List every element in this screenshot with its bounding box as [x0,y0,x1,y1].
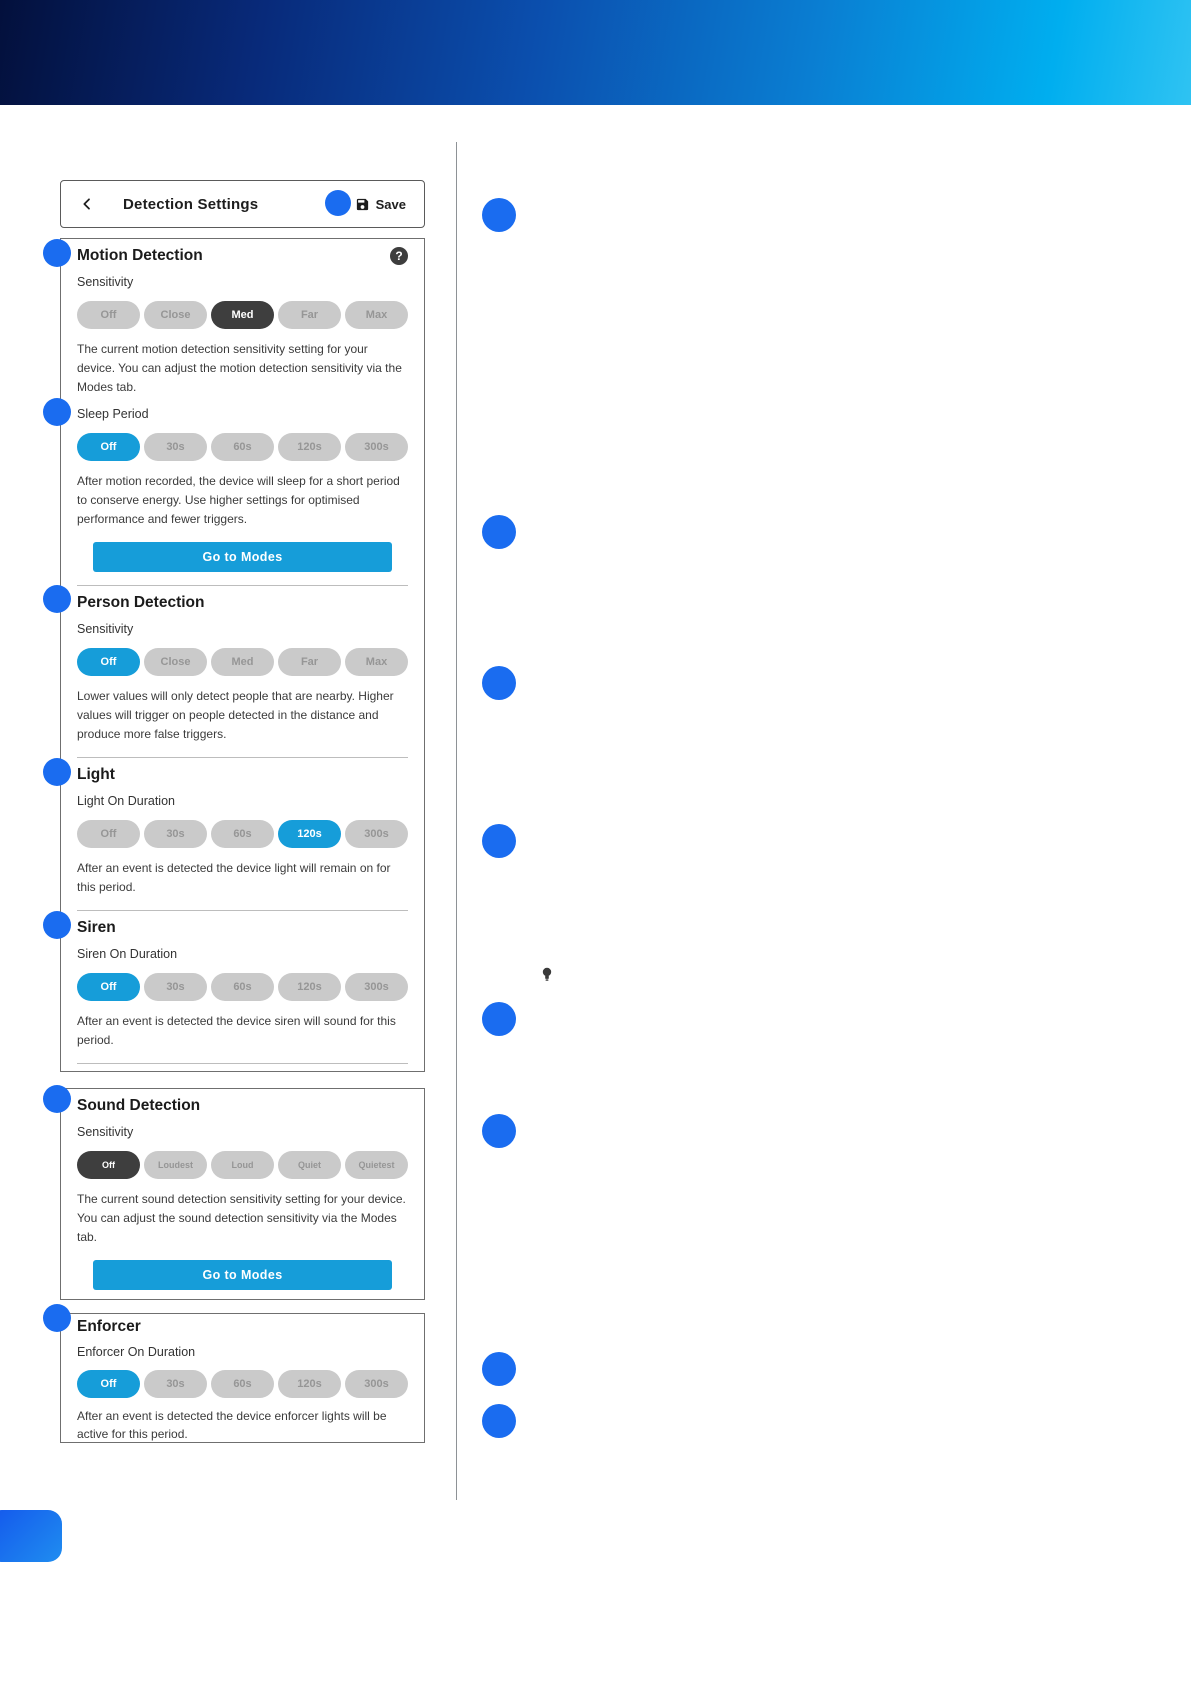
sound-off-selected[interactable]: Off [77,1151,140,1179]
person-sensitivity-options: Off Close Med Far Max [77,648,408,676]
sound-sensitivity-label: Sensitivity [77,1125,134,1139]
siren-300s[interactable]: 300s [345,973,408,1001]
motion-sensitivity-close[interactable]: Close [144,301,207,329]
enforcer-title: Enforcer [77,1318,141,1335]
go-to-modes-button[interactable]: Go to Modes [93,542,392,572]
siren-60s[interactable]: 60s [211,973,274,1001]
callout-note-7 [482,1352,516,1386]
back-button[interactable] [79,195,97,213]
sound-loud[interactable]: Loud [211,1151,274,1179]
save-button[interactable]: Save [355,197,406,212]
siren-description: After an event is detected the device si… [77,1014,396,1047]
siren-duration-options: Off 30s 60s 120s 300s [77,973,408,1001]
enforcer-60s[interactable]: 60s [211,1370,274,1398]
sleep-120s[interactable]: 120s [278,433,341,461]
sound-detection-panel: Sound Detection Sensitivity Off Loudest … [60,1088,425,1300]
sleep-30s[interactable]: 30s [144,433,207,461]
page-corner-badge [0,1510,62,1562]
enforcer-30s[interactable]: 30s [144,1370,207,1398]
sound-sensitivity-options: Off Loudest Loud Quiet Quietest [77,1151,408,1179]
person-close[interactable]: Close [144,648,207,676]
light-duration-options: Off 30s 60s 120s 300s [77,820,408,848]
sound-detection-title: Sound Detection [77,1097,201,1114]
motion-sensitivity-off[interactable]: Off [77,301,140,329]
callout-note-4 [482,824,516,858]
enforcer-panel: Enforcer Enforcer On Duration Off 30s 60… [60,1313,425,1443]
callout-person-detection [43,585,71,613]
motion-sensitivity-label: Sensitivity [77,275,134,289]
help-icon[interactable]: ? [390,247,408,265]
sound-quiet[interactable]: Quiet [278,1151,341,1179]
light-120s-selected[interactable]: 120s [278,820,341,848]
callout-note-2 [482,515,516,549]
callout-note-5 [482,1002,516,1036]
section-divider [77,1063,408,1064]
light-30s[interactable]: 30s [144,820,207,848]
sleep-period-options: Off 30s 60s 120s 300s [77,433,408,461]
save-icon [356,198,368,210]
light-300s[interactable]: 300s [345,820,408,848]
light-title: Light [77,766,115,783]
callout-note-3 [482,666,516,700]
person-max[interactable]: Max [345,648,408,676]
app-header: Detection Settings Save [60,180,425,228]
callout-motion-detection [43,239,71,267]
siren-duration-label: Siren On Duration [77,947,178,961]
person-detection-description: Lower values will only detect people tha… [77,689,394,741]
enforcer-off-selected[interactable]: Off [77,1370,140,1398]
callout-enforcer [43,1304,71,1332]
light-duration-label: Light On Duration [77,794,175,808]
motion-sensitivity-med-selected[interactable]: Med [211,301,274,329]
motion-detection-panel: Motion Detection ? Sensitivity Off Close… [60,238,425,1072]
enforcer-description: After an event is detected the device en… [77,1409,387,1441]
sound-description: The current sound detection sensitivity … [77,1192,406,1244]
sleep-period-description: After motion recorded, the device will s… [77,474,400,526]
section-divider [77,910,408,911]
sleep-off-selected[interactable]: Off [77,433,140,461]
enforcer-300s[interactable]: 300s [345,1370,408,1398]
sound-go-to-modes-button[interactable]: Go to Modes [93,1260,392,1290]
light-60s[interactable]: 60s [211,820,274,848]
section-divider [77,585,408,586]
callout-note-8 [482,1404,516,1438]
sleep-60s[interactable]: 60s [211,433,274,461]
siren-30s[interactable]: 30s [144,973,207,1001]
sound-loudest[interactable]: Loudest [144,1151,207,1179]
light-description: After an event is detected the device li… [77,861,391,894]
enforcer-duration-options: Off 30s 60s 120s 300s [77,1370,408,1398]
siren-title: Siren [77,919,116,936]
page-title: Detection Settings [123,195,259,213]
sleep-period-label: Sleep Period [77,407,149,421]
motion-sensitivity-far[interactable]: Far [278,301,341,329]
motion-sensitivity-options: Off Close Med Far Max [77,301,408,329]
callout-sound-detection [43,1085,71,1113]
person-med[interactable]: Med [211,648,274,676]
person-detection-title: Person Detection [77,594,205,611]
header-banner [0,0,1191,105]
callout-note-1 [482,198,516,232]
siren-120s[interactable]: 120s [278,973,341,1001]
person-far[interactable]: Far [278,648,341,676]
callout-light [43,758,71,786]
person-sensitivity-label: Sensitivity [77,622,134,636]
motion-sensitivity-max[interactable]: Max [345,301,408,329]
motion-sensitivity-description: The current motion detection sensitivity… [77,342,402,394]
person-off-selected[interactable]: Off [77,648,140,676]
callout-siren [43,911,71,939]
callout-note-6 [482,1114,516,1148]
motion-detection-title: Motion Detection [77,247,203,264]
lightbulb-icon [540,966,554,984]
sleep-300s[interactable]: 300s [345,433,408,461]
column-divider [456,142,457,1500]
enforcer-120s[interactable]: 120s [278,1370,341,1398]
section-divider [77,757,408,758]
enforcer-duration-label: Enforcer On Duration [77,1345,196,1359]
save-label: Save [375,196,406,212]
light-off[interactable]: Off [77,820,140,848]
callout-save [325,190,351,216]
chevron-left-icon [83,198,90,210]
sound-quietest[interactable]: Quietest [345,1151,408,1179]
siren-off-selected[interactable]: Off [77,973,140,1001]
callout-sleep-period [43,398,71,426]
